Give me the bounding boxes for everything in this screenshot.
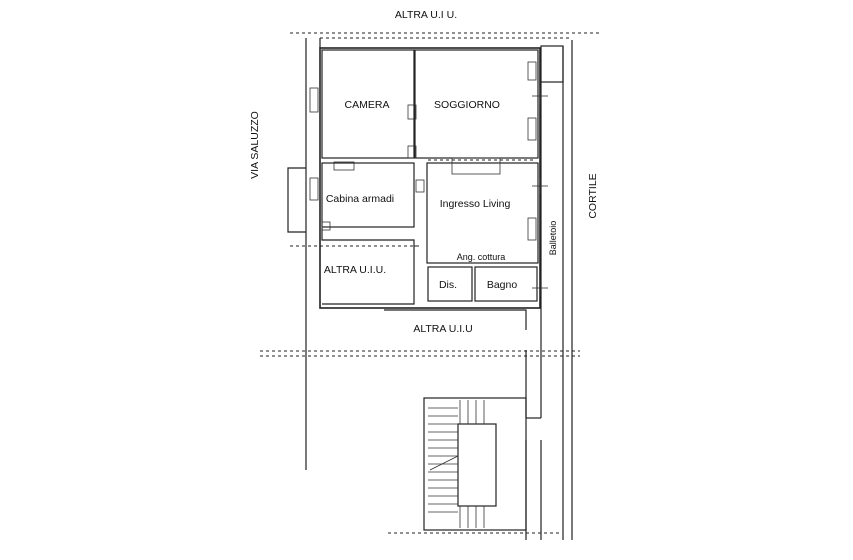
- camera-room: [321, 49, 415, 159]
- stair-core: [457, 423, 497, 507]
- ingresso-room: [426, 162, 539, 264]
- soggiorno-window-2: [527, 117, 537, 141]
- bagno-room: [474, 266, 538, 302]
- cabina-door-mark: [415, 179, 425, 193]
- cabina-room: [321, 162, 415, 228]
- dis-room: [427, 266, 473, 302]
- closet-niche-1: [407, 104, 417, 120]
- closet-niche-2: [407, 145, 417, 159]
- label-ingresso-living: Ingresso Living: [440, 198, 511, 210]
- cabina-window: [309, 177, 319, 201]
- cabina-corner: [321, 221, 331, 231]
- label-via-saluzzo: VIA SALUZZO: [249, 111, 261, 179]
- label-cabina-armadi: Cabina armadi: [326, 193, 394, 205]
- label-altra-left: ALTRA U.I.U.: [324, 264, 386, 276]
- bay-protrusion: [287, 167, 306, 233]
- altra-mid-wall: [384, 309, 527, 330]
- label-cortile: CORTILE: [587, 173, 599, 218]
- label-dis: Dis.: [439, 279, 457, 291]
- label-altra-mid: ALTRA U.I.U: [413, 323, 472, 335]
- stair-arrow: [429, 455, 459, 471]
- balcony-top: [540, 45, 564, 83]
- label-camera: CAMERA: [345, 99, 390, 111]
- stair-steps: [428, 400, 485, 528]
- ingresso-window: [527, 217, 537, 241]
- kitchen-counter: [451, 157, 501, 175]
- label-ang-cottura: Ang. cottura: [457, 252, 506, 262]
- label-balletoio: Balletoio: [548, 221, 558, 256]
- label-bagno: Bagno: [487, 279, 518, 291]
- camera-window: [309, 87, 319, 113]
- stairwell: [423, 397, 527, 531]
- cabina-door-top: [333, 161, 355, 171]
- label-soggiorno: SOGGIORNO: [434, 99, 500, 111]
- altra-left-wall: [321, 228, 415, 305]
- soggiorno-window-1: [527, 61, 537, 81]
- label-top-altra: ALTRA U.I U.: [395, 9, 457, 21]
